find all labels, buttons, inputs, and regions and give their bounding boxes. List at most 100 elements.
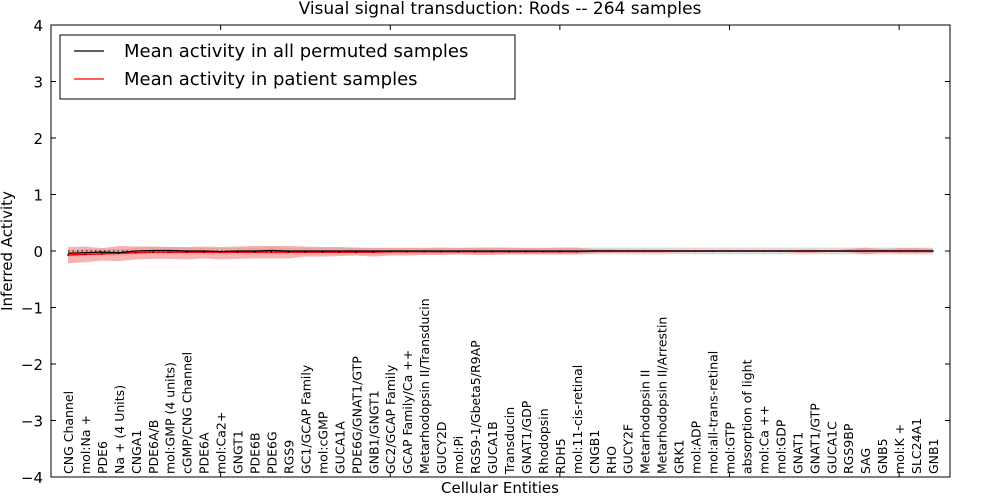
- x-tick-label: mol:GTP: [722, 422, 737, 474]
- data-point: [440, 250, 442, 253]
- legend-label-permuted: Mean activity in all permuted samples: [124, 41, 468, 62]
- x-tick-label: mol:Pi: [451, 436, 466, 474]
- chart-title: Visual signal transduction: Rods -- 264 …: [299, 0, 702, 19]
- x-tick-label: RGS9: [281, 440, 296, 474]
- data-point: [898, 250, 900, 252]
- x-tick-label: GC2/GCAP Family: [383, 364, 398, 474]
- data-point: [202, 251, 205, 253]
- x-tick-label: PDE6B: [248, 432, 263, 474]
- permuted-mean-line: [67, 249, 934, 254]
- y-tick-label: 0: [33, 243, 43, 261]
- x-tick-label: RGS9BP: [841, 423, 856, 474]
- x-tick-label: SAG: [858, 448, 873, 474]
- x-tick-label: GUCY2F: [621, 424, 636, 474]
- data-point: [304, 251, 307, 253]
- data-point: [118, 252, 120, 255]
- x-tick-label: GNAT1/GDP: [519, 400, 534, 474]
- x-tick-label: mol:K +: [892, 424, 907, 474]
- x-tick-label: GNAT1/GTP: [807, 403, 822, 474]
- y-tick-label: −2: [21, 356, 43, 374]
- legend-label-patient: Mean activity in patient samples: [124, 69, 418, 90]
- x-tick-label: GNB1: [926, 438, 941, 474]
- x-tick-label: CNG Channel: [61, 391, 76, 474]
- data-point: [168, 251, 171, 253]
- x-tick-label: mol:11-cis-retinal: [570, 365, 585, 474]
- data-point: [423, 250, 425, 253]
- y-tick-label: 4: [33, 17, 43, 35]
- data-point: [338, 251, 341, 253]
- data-point: [219, 251, 222, 253]
- data-point: [932, 250, 934, 252]
- data-point: [253, 251, 256, 253]
- data-point: [508, 250, 510, 253]
- data-point: [474, 250, 476, 253]
- data-point: [830, 250, 833, 252]
- x-tick-label: mol:cGMP: [315, 411, 330, 474]
- data-point: [236, 251, 239, 253]
- x-tick-label: Transducin: [502, 407, 517, 475]
- x-tick-label: RGS9-1/Gbeta5/R9AP: [468, 340, 483, 474]
- data-point: [711, 250, 714, 252]
- data-point: [270, 251, 273, 253]
- y-axis-label: Inferred Activity: [0, 191, 16, 311]
- data-point: [660, 250, 663, 252]
- x-tick-label: Metarhodopsin II/Arrestin: [655, 317, 670, 474]
- x-tick-label: mol:all-trans-retinal: [706, 351, 721, 474]
- legend: Mean activity in all permuted samples Me…: [59, 34, 516, 100]
- x-tick-label: GNAT1: [790, 432, 805, 474]
- x-tick-label: mol:GMP (4 units): [163, 362, 178, 474]
- x-tick-label: GUCA1A: [332, 421, 347, 474]
- data-point: [592, 250, 595, 252]
- x-tick-label: GC1/GCAP Family: [298, 364, 313, 474]
- x-tick-label: mol:ADP: [689, 420, 704, 474]
- data-point: [406, 250, 409, 253]
- x-tick-label: PDE6A/B: [146, 420, 161, 474]
- data-point: [321, 251, 324, 253]
- x-tick-label: Metarhodopsin II: [638, 370, 653, 474]
- data-point: [84, 253, 86, 256]
- data-point: [915, 250, 917, 252]
- data-point: [881, 250, 883, 252]
- data-point: [185, 251, 188, 253]
- y-tick-label: −4: [21, 469, 43, 487]
- data-point: [643, 250, 646, 252]
- x-tick-label: RDH5: [553, 438, 568, 474]
- data-point: [745, 250, 748, 252]
- x-tick-label: PDE6G: [265, 431, 280, 474]
- data-point: [796, 250, 799, 252]
- data-point: [372, 251, 375, 253]
- x-tick-label: PDE6: [95, 441, 110, 474]
- data-point: [101, 253, 103, 255]
- x-tick-label: GNB1/GNGT1: [366, 390, 381, 474]
- x-tick-label: RHO: [604, 446, 619, 474]
- data-point: [847, 250, 850, 252]
- x-tick-label: PDE6G/GNAT1/GTP: [349, 356, 364, 474]
- x-tick-label: mol:Ca2+: [214, 412, 229, 474]
- x-tick-label: cGMP/CNG Channel: [180, 352, 195, 474]
- x-tick-label: CNGA1: [129, 430, 144, 474]
- x-tick-label: GCAP Family/Ca ++: [400, 350, 415, 474]
- x-tick-label: GNGT1: [231, 430, 246, 474]
- x-tick-label: CNGB1: [587, 430, 602, 474]
- plot-frame: [50, 24, 951, 478]
- data-point: [609, 250, 612, 252]
- data-point: [355, 251, 358, 253]
- x-tick-label: absorption of light: [739, 359, 754, 474]
- data-point: [677, 250, 680, 252]
- data-point: [135, 251, 137, 254]
- data-point: [626, 250, 629, 252]
- data-point: [694, 250, 697, 252]
- data-point: [457, 250, 459, 253]
- data-point: [542, 250, 544, 253]
- data-point: [525, 250, 527, 253]
- x-tick-label: mol:Ca ++: [756, 405, 771, 474]
- y-tick-label: 2: [33, 130, 43, 148]
- data-point: [864, 250, 866, 252]
- data-point: [67, 254, 69, 256]
- legend-box: [59, 34, 516, 100]
- x-axis-label: Cellular Entities: [441, 479, 559, 497]
- x-tick-label: PDE6A: [197, 432, 212, 474]
- x-tick-label: Rhodopsin: [536, 408, 551, 474]
- data-point: [779, 250, 782, 252]
